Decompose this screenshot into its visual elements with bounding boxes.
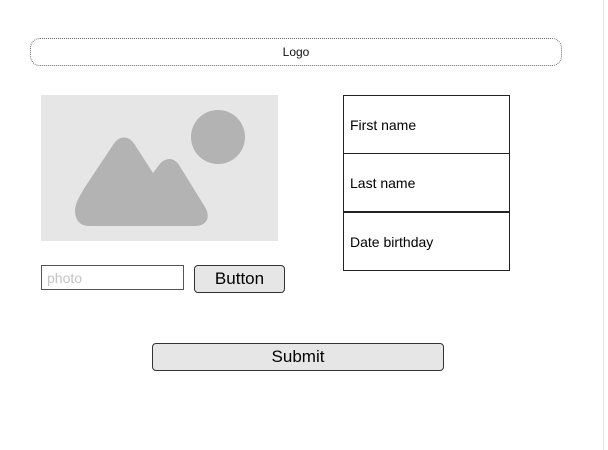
first-name-label: First name: [350, 116, 417, 133]
name-fields: First name Last name Date birthday: [343, 95, 510, 271]
upload-button-label: Button: [214, 269, 265, 288]
sun-shape: [191, 110, 245, 164]
date-birthday-label: Date birthday: [350, 233, 434, 250]
image-placeholder-icon: [75, 110, 245, 226]
page-edge-divider: [603, 0, 604, 450]
upload-button[interactable]: Button: [194, 265, 285, 293]
last-name-label: Last name: [350, 174, 416, 191]
mountain-shape: [75, 137, 208, 226]
first-name-field[interactable]: First name: [344, 96, 509, 153]
submit-button[interactable]: Submit: [152, 343, 444, 371]
logo-text: Logo: [282, 45, 310, 59]
photo-input[interactable]: [41, 265, 184, 290]
image-placeholder: [41, 95, 278, 241]
date-birthday-field[interactable]: Date birthday: [344, 211, 509, 270]
last-name-field[interactable]: Last name: [344, 153, 509, 211]
logo-bar: Logo: [30, 38, 562, 66]
submit-button-label: Submit: [271, 347, 325, 366]
